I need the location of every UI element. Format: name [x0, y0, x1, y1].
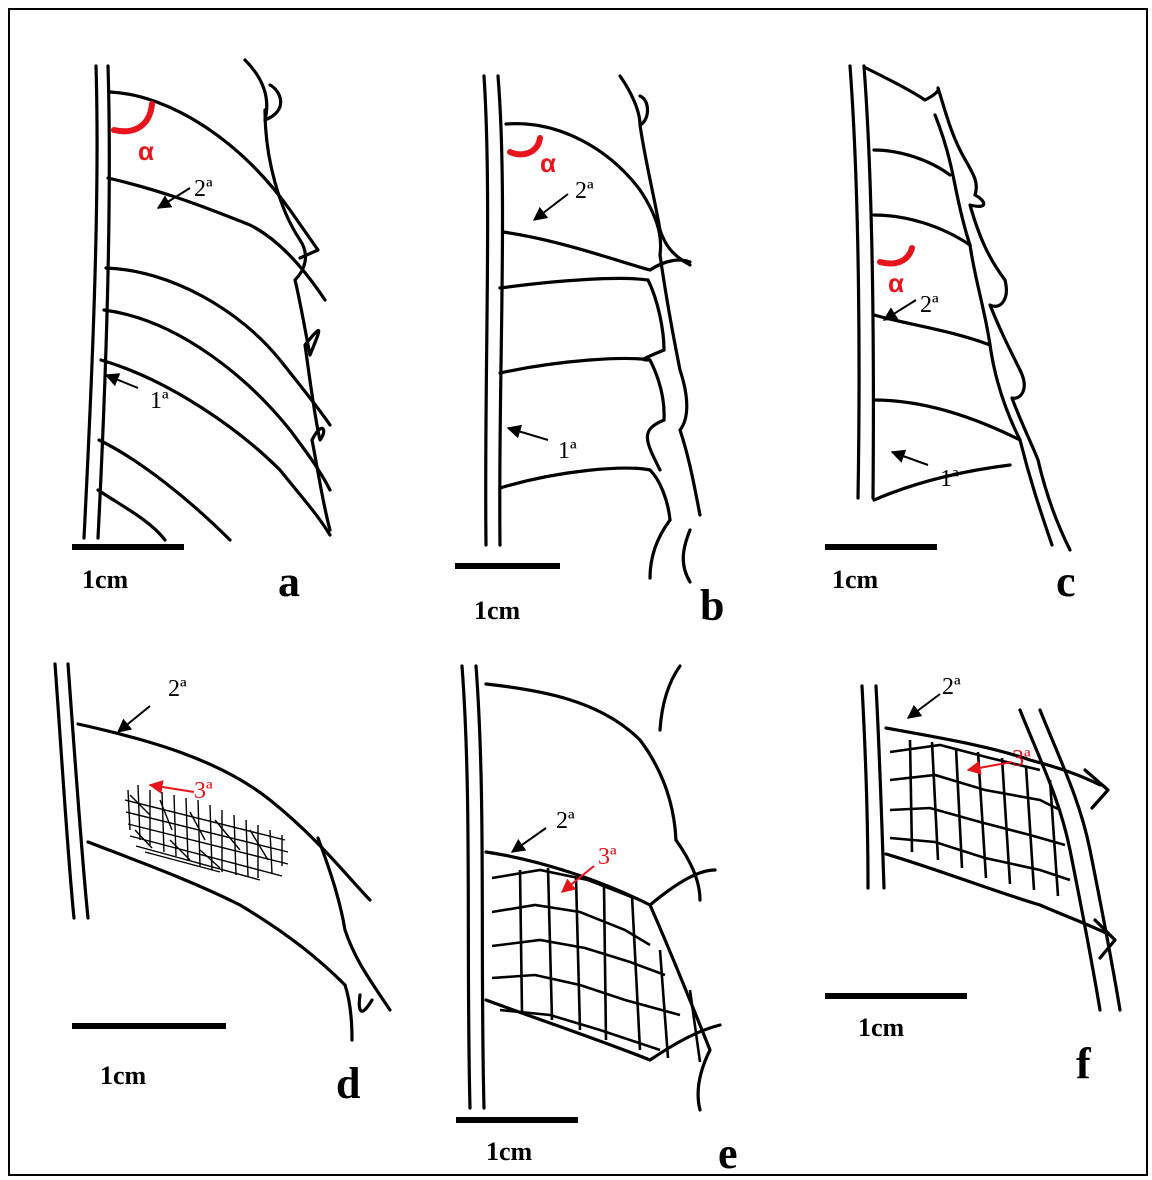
- panel-d-scale-label: 1cm: [100, 1061, 147, 1090]
- panel-f-tertiary-label: 3ª: [1012, 746, 1031, 772]
- panel-b-alpha-angle-marker: [510, 138, 540, 154]
- panel-c-scale-label: 1cm: [832, 565, 879, 594]
- panel-f: 2ª 3ª 1cm f: [825, 674, 1120, 1088]
- panel-f-secondary-label: 2ª: [942, 674, 961, 700]
- panel-f-tertiary-arrow: [968, 762, 1012, 770]
- panel-b-primary-label: 1ª: [558, 438, 577, 464]
- panel-c: α 2ª 1ª 1cm c: [825, 66, 1076, 606]
- panel-e: 2ª 3ª 1cm e: [456, 666, 738, 1178]
- panel-c-secondary-label: 2ª: [920, 292, 939, 318]
- panel-b-letter: b: [700, 581, 724, 630]
- panel-e-midrib: [462, 666, 484, 1108]
- panel-b-secondary-veins: [500, 124, 690, 520]
- panel-c-alpha-label: α: [888, 268, 904, 298]
- panel-a-primary-label: 1ª: [150, 388, 169, 414]
- panel-c-alpha-angle-marker: [880, 248, 912, 263]
- panel-e-secondary-label: 2ª: [556, 808, 575, 834]
- panel-a-alpha-angle-marker: [114, 104, 152, 131]
- panel-b-secondary-label: 2ª: [575, 178, 594, 204]
- panel-f-secondary-veins: [886, 710, 1120, 1010]
- panel-c-primary-label: 1ª: [940, 466, 959, 492]
- panel-a-secondary-arrow: [158, 188, 190, 208]
- panel-c-letter: c: [1056, 557, 1076, 606]
- panel-a-secondary-veins: [98, 92, 330, 540]
- panel-c-midrib: [850, 66, 873, 498]
- panel-b-loops-and-margin: [620, 76, 700, 582]
- panel-f-secondary-arrow: [908, 694, 940, 718]
- panel-d: 2ª 3ª 1cm d: [55, 664, 390, 1108]
- panel-d-secondary-arrow: [118, 706, 150, 732]
- panel-f-midrib: [862, 686, 884, 888]
- panel-e-letter: e: [718, 1129, 738, 1178]
- panel-d-letter: d: [336, 1059, 360, 1108]
- panel-a-midrib: [84, 66, 109, 538]
- panel-d-tertiary-label: 3ª: [194, 778, 213, 804]
- panel-c-secondary-arrow: [884, 300, 916, 320]
- panel-b-secondary-arrow: [534, 194, 568, 220]
- panel-a-alpha-label: α: [138, 136, 154, 166]
- panel-a-margin: [245, 60, 330, 530]
- panel-b: α 2ª 1ª 1cm b: [455, 76, 724, 630]
- panel-c-primary-arrow: [892, 452, 928, 465]
- panel-d-secondary-veins: [78, 724, 390, 1040]
- panel-b-midrib: [484, 76, 503, 545]
- panel-a-primary-arrow: [106, 375, 138, 388]
- panel-a-letter: a: [278, 557, 300, 606]
- panel-e-scale-label: 1cm: [486, 1137, 533, 1166]
- panel-d-tertiary-arrow: [150, 785, 194, 792]
- panel-a-scale-label: 1cm: [82, 565, 129, 594]
- panel-d-secondary-label: 2ª: [168, 676, 187, 702]
- panel-d-midrib: [55, 664, 88, 918]
- panel-f-letter: f: [1076, 1039, 1092, 1088]
- panel-e-tertiary-label: 3ª: [598, 844, 617, 870]
- panel-a: α 2ª 1ª 1cm a: [72, 60, 330, 606]
- panel-b-scale-label: 1cm: [474, 596, 521, 625]
- panel-f-scale-label: 1cm: [858, 1013, 905, 1042]
- panel-b-alpha-label: α: [540, 148, 556, 178]
- panel-c-margin: [866, 68, 1070, 550]
- panel-e-tertiary-network: [492, 868, 700, 1062]
- panel-b-primary-arrow: [508, 428, 548, 440]
- panel-e-secondary-arrow: [512, 828, 546, 852]
- panel-a-secondary-label: 2ª: [194, 176, 213, 202]
